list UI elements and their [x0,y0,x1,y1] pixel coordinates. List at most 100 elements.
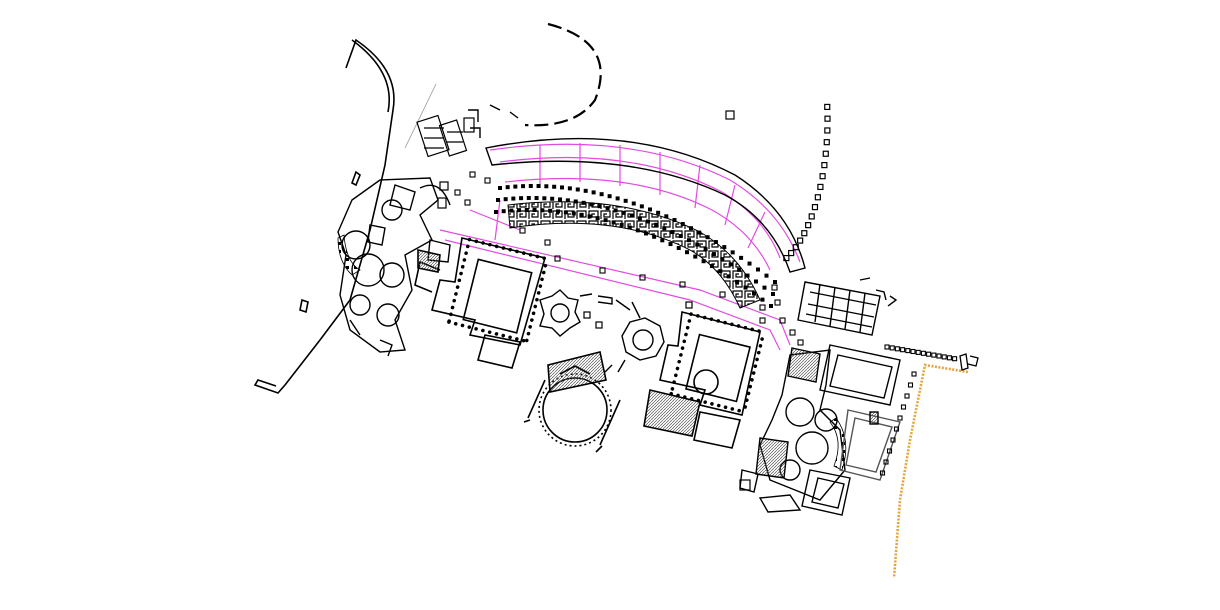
column [515,337,519,341]
column [533,304,538,309]
column [530,318,534,322]
column [689,312,693,316]
column [455,285,460,289]
pier [905,348,911,354]
column [710,402,714,406]
column [462,258,467,262]
column [684,332,688,337]
column [758,344,763,348]
column [680,346,685,350]
pier [544,239,551,246]
column [753,364,758,369]
north-arc-colonnade [524,22,602,127]
gallery-pier [565,198,570,203]
north-arc-fragments [468,104,519,138]
column [743,325,748,330]
column [756,350,761,355]
gallery-pier [498,186,502,190]
pier [639,274,646,281]
ne-arc-colonnade [783,103,831,262]
arc-pier [811,204,819,211]
column [541,270,546,275]
gallery-pier [755,267,760,272]
east-hatched-court [819,344,901,481]
column [748,384,753,389]
ne-cell-block [797,277,898,336]
pier [894,346,900,352]
arc-pier [821,162,828,169]
column [696,314,700,318]
column [465,244,470,249]
gallery-pier [771,292,775,296]
gallery-pier [685,250,690,255]
gallery-pier [753,279,758,284]
pier [469,171,476,178]
pier [889,345,895,351]
gallery-pier [745,273,750,278]
column [672,380,676,384]
pier [911,371,917,377]
west-palace-colonnade [337,234,361,276]
column [531,311,536,316]
column [685,325,690,330]
column [729,322,734,327]
gallery-pier [623,198,628,203]
pier [915,349,921,355]
ne-pavilion [725,110,735,120]
column [689,396,694,401]
gallery-pier [552,184,557,189]
column [535,254,540,259]
column [702,315,707,320]
column [447,319,451,323]
survey-line [404,83,437,149]
gallery-outer-wall [485,137,806,273]
column [682,339,687,344]
column [682,395,687,399]
column [487,330,492,335]
east-peristyle-columns [669,312,764,413]
column [494,332,499,336]
column [528,325,532,329]
column [508,247,513,252]
gallery-pier [599,192,604,197]
column [716,403,721,408]
column [450,305,455,310]
gallery-pier [575,187,580,192]
column [474,239,479,244]
arc-pier [805,222,812,229]
pier [920,350,926,356]
column [676,393,680,398]
column [737,408,741,413]
pier [719,291,726,298]
column [460,323,465,328]
arc-pier [797,237,804,244]
gallery-pier [558,197,563,202]
gallery-pier [668,242,673,247]
column [760,337,764,341]
pier [759,304,766,311]
gallery-pier [544,184,549,189]
column [528,253,533,257]
gallery-pier [773,280,777,284]
gallery-pier [526,195,531,200]
pier [900,347,906,353]
column [679,353,683,357]
gallery-pier [567,186,572,191]
arc-pier [801,230,808,237]
arc-pier [788,249,795,257]
column [669,391,673,396]
column [677,359,681,364]
central-octagon-pavilion [604,301,665,373]
gallery-pier [573,199,578,204]
gallery-pier [647,207,652,212]
pier [946,355,952,361]
arc-pier [808,213,815,220]
column [524,338,529,343]
pier [771,284,778,291]
pier [890,437,896,443]
west-peristyle-columns [447,237,548,343]
column [696,398,701,403]
pier [907,382,914,388]
pier [900,404,907,410]
